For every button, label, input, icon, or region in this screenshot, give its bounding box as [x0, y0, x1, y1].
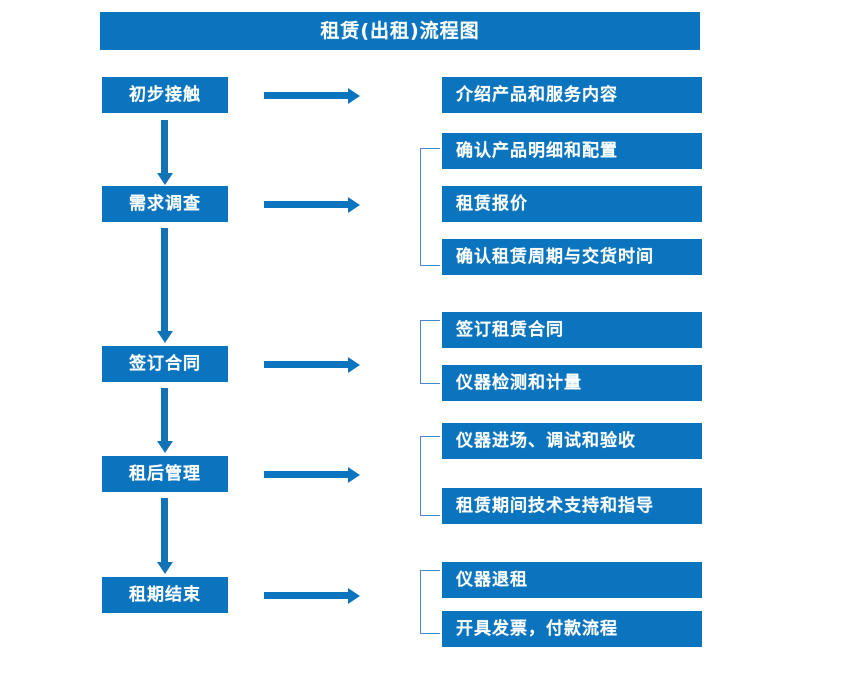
detail-box-3[interactable]: 租赁报价	[442, 186, 702, 222]
detail-box-4[interactable]: 确认租赁周期与交货时间	[442, 239, 702, 275]
group-bracket-requirements	[420, 148, 440, 266]
detail-box-2[interactable]: 确认产品明细和配置	[442, 133, 702, 169]
group-bracket-management	[420, 436, 440, 516]
flow-arrow-down-3	[161, 388, 168, 442]
stage-box-4[interactable]: 租后管理	[102, 456, 228, 492]
flow-arrow-down-1	[161, 120, 168, 174]
stage-box-2[interactable]: 需求调查	[102, 186, 228, 222]
link-arrow-right-2	[264, 201, 349, 208]
link-arrow-right-1	[264, 92, 349, 99]
detail-box-9[interactable]: 仪器退租	[442, 562, 702, 598]
detail-box-5[interactable]: 签订租赁合同	[442, 312, 702, 348]
detail-box-8[interactable]: 租赁期间技术支持和指导	[442, 488, 702, 524]
group-bracket-contract	[420, 320, 440, 384]
detail-box-6[interactable]: 仪器检测和计量	[442, 365, 702, 401]
stage-box-1[interactable]: 初步接触	[102, 77, 228, 113]
flow-arrow-down-2	[161, 228, 168, 332]
detail-box-10[interactable]: 开具发票，付款流程	[442, 611, 702, 647]
stage-box-3[interactable]: 签订合同	[102, 346, 228, 382]
link-arrow-right-4	[264, 471, 349, 478]
group-bracket-closing	[420, 570, 440, 634]
detail-box-1[interactable]: 介绍产品和服务内容	[442, 77, 702, 113]
flow-arrow-down-4	[161, 498, 168, 563]
link-arrow-right-5	[264, 592, 349, 599]
diagram-title: 租赁(出租)流程图	[100, 12, 700, 50]
link-arrow-right-3	[264, 361, 349, 368]
detail-box-7[interactable]: 仪器进场、调试和验收	[442, 423, 702, 459]
stage-box-5[interactable]: 租期结束	[102, 577, 228, 613]
